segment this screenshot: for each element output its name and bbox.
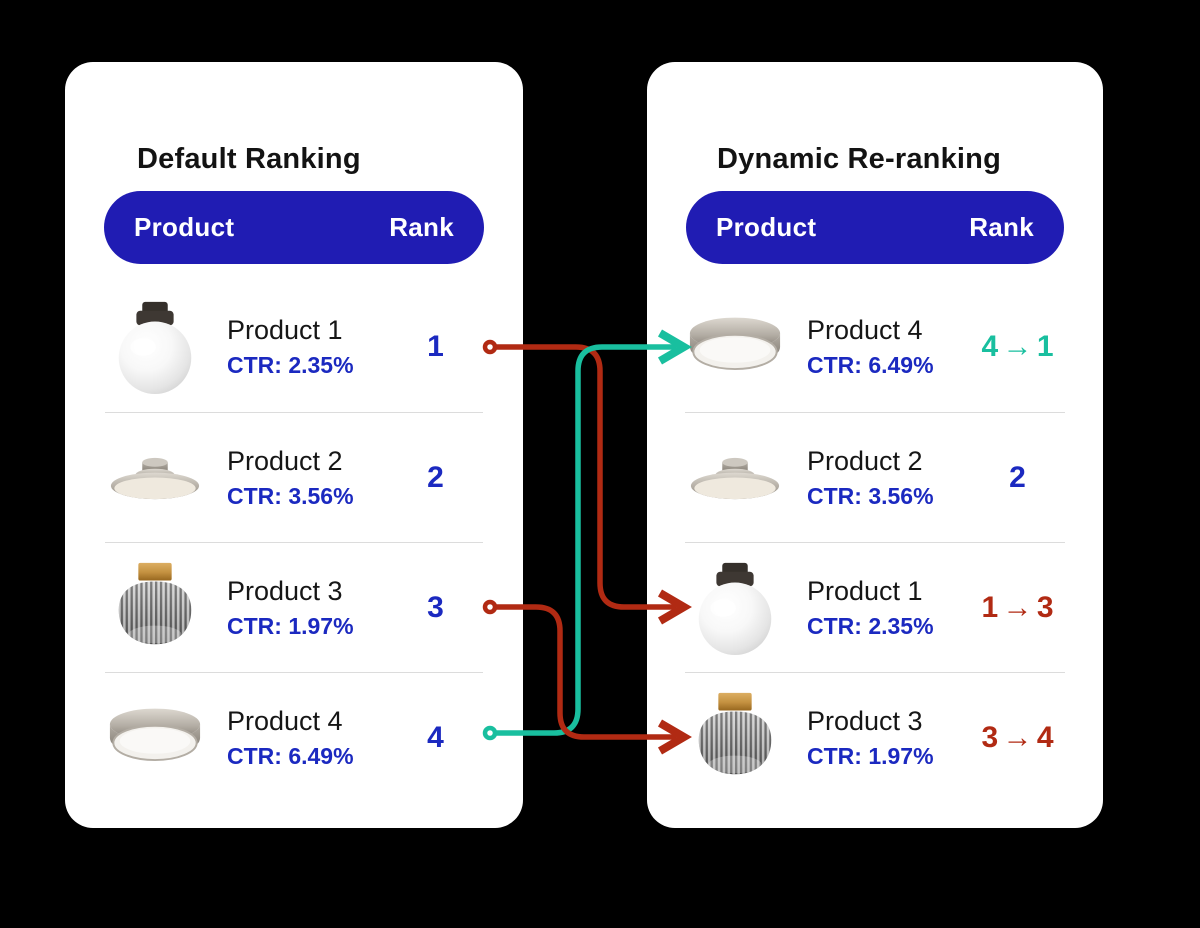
rank-change: 2 — [1009, 460, 1026, 494]
product-row: Product 2 CTR: 3.56% 2 — [105, 412, 483, 542]
product-name: Product 4 — [807, 315, 923, 345]
product-name: Product 2 — [807, 445, 923, 476]
drum-light-image — [685, 294, 785, 400]
product-ctr: CTR: 1.97% — [227, 612, 354, 639]
product-row: Product 1 CTR: 2.35% 1 — [105, 282, 483, 412]
globe-light-image — [105, 294, 205, 400]
product-ctr: CTR: 6.49% — [227, 742, 354, 769]
product-name: Product 4 — [227, 705, 343, 736]
header-product-label: Product — [134, 212, 235, 242]
table-header-pill: Product Rank — [104, 191, 484, 264]
saucer-light-image — [105, 425, 205, 531]
product-ctr: CTR: 6.49% — [807, 352, 934, 378]
header-rank-label: Rank — [389, 212, 454, 242]
product-list: Product 4 CTR: 6.49% 4 → 1 Product 2 CTR… — [685, 282, 1065, 802]
dynamic-reranking-panel: Dynamic Re-ranking Product Rank Product … — [647, 62, 1103, 828]
saucer-light-image — [685, 425, 785, 531]
product-rank: 3 — [427, 590, 444, 624]
product-ctr: CTR: 2.35% — [227, 352, 354, 378]
product-row: Product 1 CTR: 2.35% 1 → 3 — [685, 542, 1065, 672]
product-ctr: CTR: 3.56% — [227, 482, 354, 509]
panel-title: Dynamic Re-ranking — [717, 143, 1002, 176]
product-ctr: CTR: 1.97% — [807, 742, 934, 769]
table-header-pill: Product Rank — [686, 191, 1064, 264]
product-name: Product 3 — [807, 705, 923, 736]
panel-title: Default Ranking — [137, 143, 361, 176]
globe-light-image — [685, 555, 785, 661]
product-name: Product 1 — [807, 575, 923, 606]
ribbed-glass-light-image — [105, 555, 205, 661]
product-name: Product 2 — [227, 445, 343, 476]
product-rank: 2 — [427, 460, 444, 494]
product-list: Product 1 CTR: 2.35% 1 Product 2 CTR: 3.… — [105, 282, 483, 802]
product-row: Product 2 CTR: 3.56% 2 — [685, 412, 1065, 542]
rank-change: 4 → 1 — [981, 330, 1054, 363]
product-row: Product 3 CTR: 1.97% 3 — [105, 542, 483, 672]
header-product-label: Product — [716, 212, 817, 242]
product-row: Product 4 CTR: 6.49% 4 — [105, 672, 483, 802]
product-name: Product 3 — [227, 575, 343, 606]
product-ctr: CTR: 2.35% — [807, 612, 934, 639]
drum-light-image — [105, 685, 205, 791]
rank-change: 1 → 3 — [981, 590, 1054, 624]
product-row: Product 3 CTR: 1.97% 3 → 4 — [685, 672, 1065, 802]
ribbed-glass-light-image — [685, 685, 785, 791]
default-ranking-panel: Default Ranking Product Rank Product 1 C… — [65, 62, 523, 828]
product-ctr: CTR: 3.56% — [807, 482, 934, 509]
product-name: Product 1 — [227, 315, 343, 345]
product-rank: 1 — [427, 330, 444, 363]
rank-change: 3 → 4 — [981, 720, 1054, 754]
product-rank: 4 — [427, 720, 444, 754]
header-rank-label: Rank — [969, 212, 1034, 242]
product-row: Product 4 CTR: 6.49% 4 → 1 — [685, 282, 1065, 412]
